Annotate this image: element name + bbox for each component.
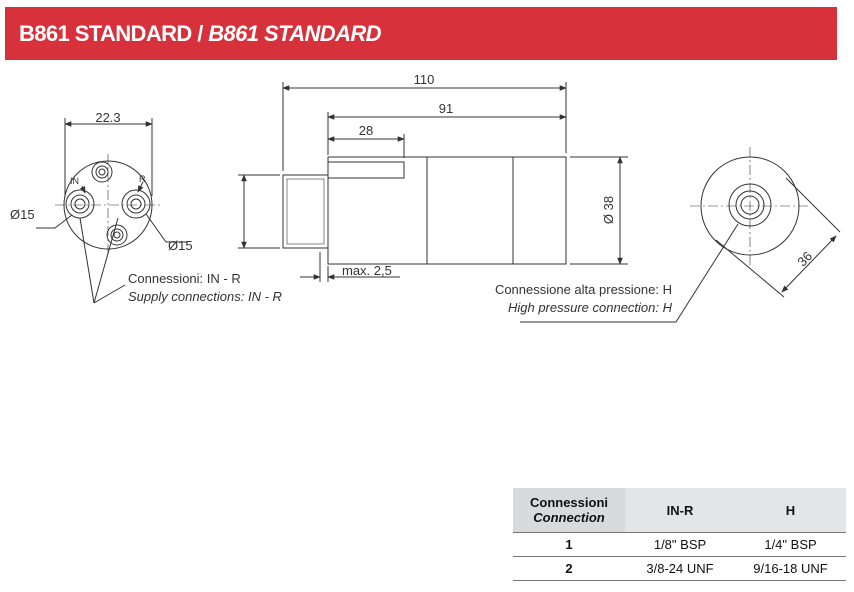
dim-diameter-15-right: Ø15: [168, 238, 193, 253]
page-title: B861 STANDARD / B861 STANDARD: [19, 21, 382, 47]
label-in: IN: [70, 176, 79, 186]
header-connection: Connessioni Connection: [513, 488, 625, 533]
label-r: R: [139, 174, 146, 184]
dim-diameter-38: Ø 38: [601, 196, 616, 224]
front-view-pressure: [520, 147, 841, 323]
header-connection-en: Connection: [533, 510, 605, 525]
table-header-row: Connessioni Connection IN-R H: [513, 488, 846, 533]
row-h: 1/4" BSP: [735, 532, 846, 557]
title-main: B861 STANDARD /: [19, 21, 209, 46]
port-bottom: [106, 224, 128, 246]
table-row: 1 1/8" BSP 1/4" BSP: [513, 532, 846, 557]
connection-table: Connessioni Connection IN-R H 1 1/8" BSP…: [513, 488, 846, 581]
row-in-r: 1/8" BSP: [625, 532, 735, 557]
header-connection-it: Connessioni: [529, 495, 608, 510]
header-in-r: IN-R: [625, 488, 735, 533]
side-view: [238, 82, 628, 282]
port-r: [121, 189, 151, 219]
dim-91: 91: [439, 101, 453, 116]
header-h: H: [735, 488, 846, 533]
slot: [328, 161, 405, 179]
dim-max-2-5: max. 2,5: [342, 263, 392, 278]
dim-diameter-15-left: Ø15: [10, 207, 35, 222]
port-in: [65, 189, 95, 219]
row-id: 1: [513, 532, 625, 557]
dim-28: 28: [359, 123, 373, 138]
dim-22-3: 22.3: [95, 110, 120, 125]
dim-110: 110: [414, 72, 435, 87]
table-row: 2 3/8-24 UNF 9/16-18 UNF: [513, 556, 846, 581]
port-top: [91, 161, 113, 183]
title-italic: B861 STANDARD: [208, 21, 381, 46]
dim-36: 36: [794, 248, 815, 269]
caption-connections-it: Connessioni: IN - R: [128, 271, 241, 286]
main-body: [327, 156, 567, 265]
front-view-supply: [36, 118, 188, 304]
title-banner: B861 STANDARD / B861 STANDARD: [5, 7, 837, 60]
row-h: 9/16-18 UNF: [735, 556, 846, 581]
threaded-nozzle: [282, 174, 329, 249]
caption-high-pressure-en: High pressure connection: H: [508, 300, 673, 315]
row-id: 2: [513, 556, 625, 581]
caption-connections-en: Supply connections: IN - R: [128, 289, 282, 304]
row-in-r: 3/8-24 UNF: [625, 556, 735, 581]
port-h: [728, 183, 772, 227]
caption-high-pressure-it: Connessione alta pressione: H: [495, 282, 672, 297]
